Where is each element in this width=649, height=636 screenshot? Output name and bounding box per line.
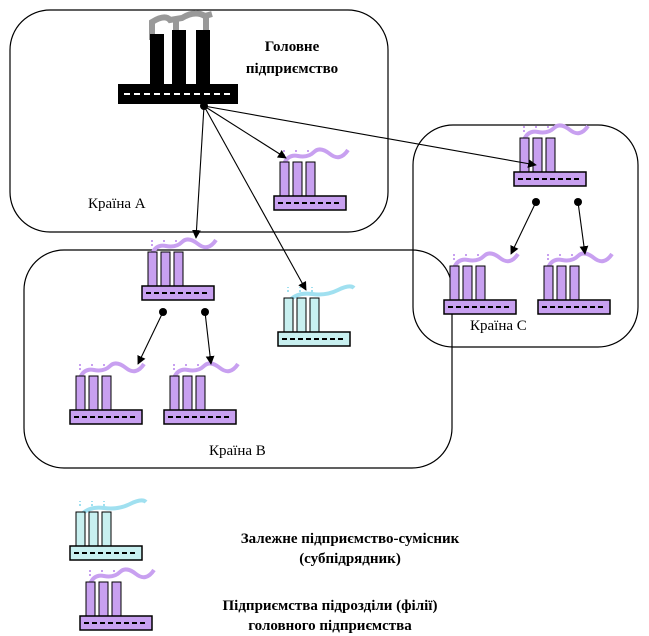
factory-icon [442, 251, 520, 316]
factory-icon [140, 237, 218, 302]
country-a-label: Країна А [88, 196, 146, 212]
head-factory-icon [118, 10, 238, 104]
head-office-line2: підприємство [245, 61, 339, 77]
factory-icon [68, 498, 148, 562]
factory-icon [78, 567, 156, 632]
connection-nodes [159, 102, 582, 316]
factory-icon [512, 123, 590, 188]
country-b-box [23, 249, 453, 469]
legend-partner-label: Залежне підприємство-сумісник (субпідряд… [190, 529, 510, 569]
factory-icon [276, 284, 356, 348]
country-c-box [412, 124, 639, 348]
legend-branch-line2: головного підприємства [248, 618, 412, 634]
legend-branch-label: Підприємства підрозділи (філії) головног… [180, 596, 480, 636]
country-b-label: Країна В [209, 443, 266, 459]
factory-icon [68, 361, 146, 426]
factory-icon [536, 251, 614, 316]
country-c-label: Країна С [470, 318, 527, 334]
legend-branch-line1: Підприємства підрозділи (філії) [222, 598, 438, 614]
connection-arrows [137, 105, 589, 365]
legend-partner-line2: (субпідрядник) [299, 551, 401, 567]
legend-partner-line1: Залежне підприємство-сумісник [240, 531, 460, 547]
factory-icon [162, 361, 240, 426]
head-office-label: Головне підприємство [232, 36, 352, 80]
factory-icon [272, 147, 350, 212]
head-office-line1: Головне [264, 39, 320, 55]
